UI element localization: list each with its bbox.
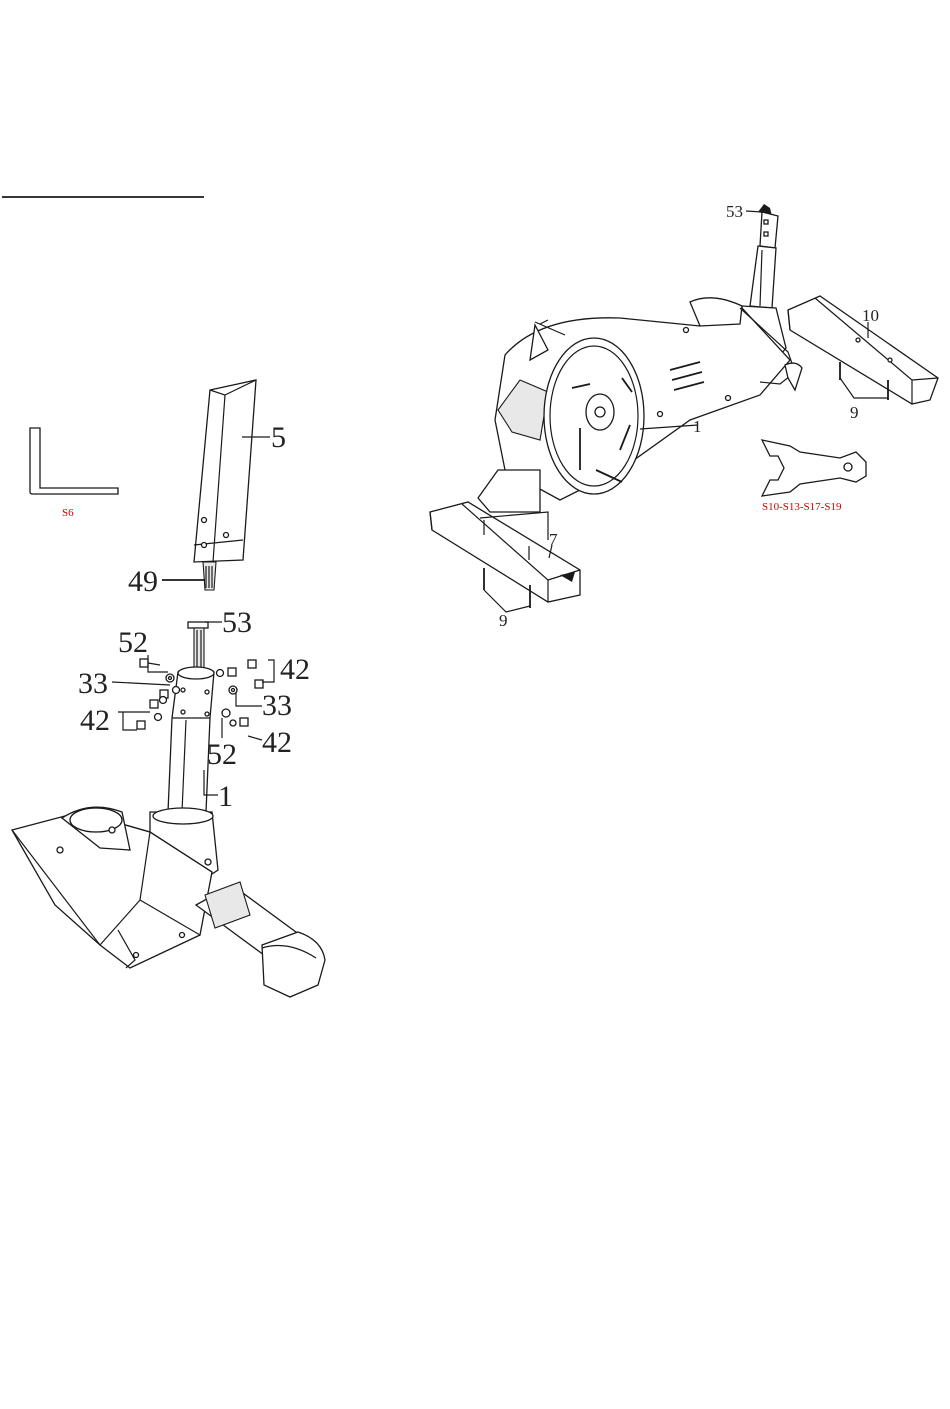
cable-part-49 (203, 562, 216, 590)
wrench-tool-icon (762, 440, 866, 496)
callout-9-rear: 9 (850, 403, 859, 422)
callout-52-bottom: 52 (207, 738, 237, 771)
callout-42-right-bottom: 42 (262, 726, 292, 759)
allen-key-s6-icon (30, 428, 118, 494)
callout-5: 5 (271, 421, 286, 454)
main-frame-base (12, 807, 325, 997)
callout-52-top: 52 (118, 626, 148, 659)
callout-42-right-top: 42 (280, 653, 310, 686)
tool-label-s6: S6 (62, 507, 74, 519)
callout-7: 7 (549, 530, 558, 549)
tool-label-wrench: S10-S13-S17-S19 (762, 501, 842, 513)
callout-1-right: 1 (693, 417, 702, 436)
callout-9-front: 9 (499, 611, 508, 630)
callout-49: 49 (128, 565, 158, 598)
front-support (478, 470, 540, 512)
handlebar-post-part-5 (194, 380, 256, 562)
right-assembly: 53 10 9 1 7 9 S10-S13-S17-S19 (430, 202, 938, 630)
callout-33-left: 33 (78, 667, 108, 700)
left-assembly: 5 49 53 52 42 33 33 42 52 42 1 S6 (12, 380, 325, 997)
callout-33-right: 33 (262, 689, 292, 722)
callout-53: 53 (222, 606, 252, 639)
right-fastener-set (217, 660, 264, 726)
front-stabilizer-part-7 (430, 502, 580, 602)
callout-53-right: 53 (726, 202, 743, 221)
callout-10: 10 (862, 306, 879, 325)
callout-42-left: 42 (80, 704, 110, 737)
callout-1: 1 (218, 780, 233, 813)
flywheel-housing (495, 298, 802, 500)
